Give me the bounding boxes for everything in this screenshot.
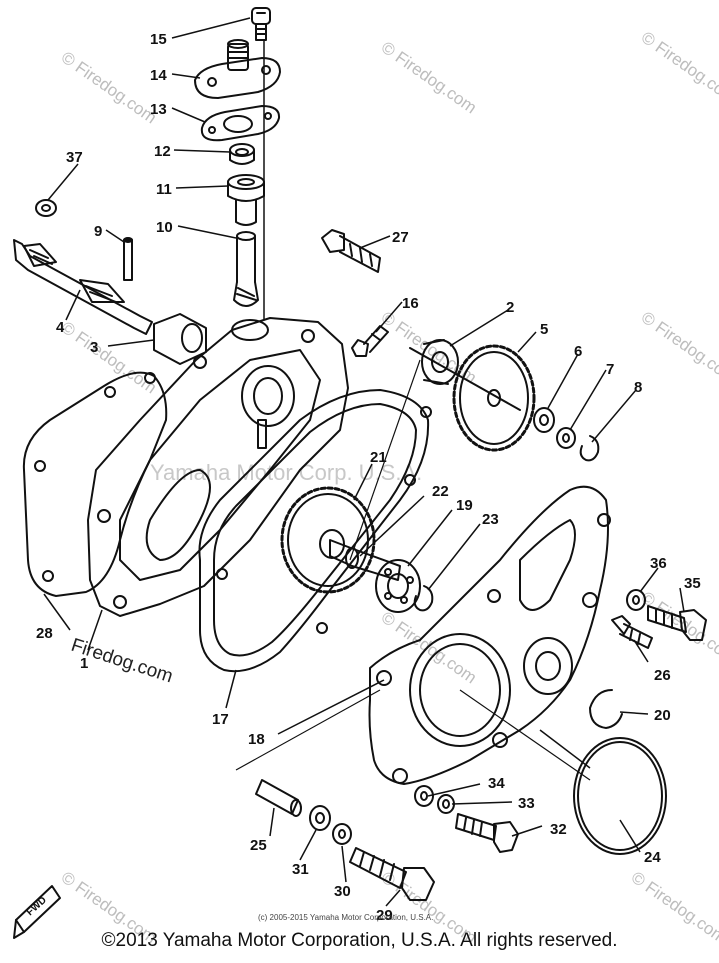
callout-22: 22	[432, 483, 449, 500]
watermark-text: © Firedog.com	[638, 588, 719, 668]
part-2-bearing	[421, 339, 459, 385]
callout-8: 8	[634, 379, 642, 396]
part-31-washer	[309, 805, 331, 831]
callout-20: 20	[654, 707, 671, 724]
callouts: 15 14 13 12 11 10 9 37 4 3 27 16 2 5 6 7…	[36, 31, 701, 924]
part-19-bearing	[375, 559, 421, 613]
callout-10: 10	[156, 219, 173, 236]
callout-31: 31	[292, 861, 309, 878]
callout-25: 25	[250, 837, 267, 854]
part-24-o-ring	[573, 737, 667, 855]
part-9-pin	[123, 237, 133, 281]
part-1-case	[87, 317, 349, 617]
part-30-washer	[332, 823, 352, 845]
callout-32: 32	[550, 821, 567, 838]
fwd-arrow-icon	[13, 885, 61, 939]
part-12-seal	[229, 143, 255, 165]
watermark-text: © Firedog.com	[378, 38, 480, 118]
callout-23: 23	[482, 511, 499, 528]
part-29-bolt	[349, 847, 435, 901]
part-26-bolt	[611, 615, 653, 649]
part-10-pinion-shaft	[233, 231, 259, 307]
callout-9: 9	[94, 223, 102, 240]
part-28-gasket	[22, 371, 168, 597]
callout-4: 4	[56, 319, 65, 336]
part-4-worm-shaft	[13, 239, 153, 335]
part-20-circlip	[589, 689, 623, 729]
alignment-lines	[235, 359, 591, 781]
callout-26: 26	[654, 667, 671, 684]
watermark-layer: © Firedog.com © Firedog.com © Firedog.co…	[58, 28, 719, 948]
callout-30: 30	[334, 883, 351, 900]
callout-35: 35	[684, 575, 701, 592]
callout-1: 1	[80, 655, 88, 672]
part-27-bolt	[321, 229, 381, 273]
callout-5: 5	[540, 321, 548, 338]
watermark-text: © Firedog.com	[58, 48, 160, 128]
part-6-washer	[533, 407, 555, 433]
watermark-text: © Firedog.com	[378, 608, 480, 688]
callout-17: 17	[212, 711, 229, 728]
callout-13: 13	[150, 101, 167, 118]
part-37-washer	[35, 199, 57, 217]
callout-3: 3	[90, 339, 98, 356]
callout-16: 16	[402, 295, 419, 312]
watermark-text: © Firedog.com	[638, 28, 719, 108]
part-33-washer	[437, 794, 455, 814]
callout-2: 2	[506, 299, 514, 316]
copyright-footer: ©2013 Yamaha Motor Corporation, U.S.A. A…	[101, 930, 618, 951]
leader-lines	[43, 17, 685, 907]
part-23-clip	[413, 585, 434, 612]
part-17-gasket	[198, 389, 432, 673]
part-16-bolt	[351, 325, 389, 357]
part-5-gear	[409, 344, 536, 452]
callout-24: 24	[644, 849, 661, 866]
callout-21: 21	[370, 449, 387, 466]
callout-18: 18	[248, 731, 265, 748]
part-22-shaft	[329, 539, 401, 581]
part-25-dowel	[255, 779, 302, 817]
part-13-gasket	[200, 105, 281, 142]
callout-33: 33	[518, 795, 535, 812]
callout-6: 6	[574, 343, 582, 360]
callout-15: 15	[150, 31, 167, 48]
watermark-text: © Firedog.com	[58, 318, 160, 398]
callout-36: 36	[650, 555, 667, 572]
part-15-screw	[251, 7, 271, 41]
callout-27: 27	[392, 229, 409, 246]
small-copyright: (c) 2005-2015 Yamaha Motor Corporation, …	[258, 913, 433, 922]
callout-11: 11	[156, 181, 172, 198]
part-18-cover	[368, 485, 611, 785]
callout-37: 37	[66, 149, 83, 166]
callout-7: 7	[606, 361, 614, 378]
callout-19: 19	[456, 497, 473, 514]
callout-34: 34	[488, 775, 505, 792]
callout-12: 12	[154, 143, 171, 160]
part-34-washer	[414, 785, 434, 807]
part-32-bolt	[455, 813, 519, 853]
callout-14: 14	[150, 67, 167, 84]
part-11-bushing	[227, 174, 265, 226]
part-36-washer	[626, 589, 646, 611]
part-14-housing	[194, 39, 281, 99]
callout-29: 29	[376, 907, 393, 924]
watermark-center: Yamaha Motor Corp. U.S.A.	[150, 460, 422, 485]
part-8-clip	[579, 435, 600, 462]
part-7-washer	[556, 427, 576, 449]
callout-28: 28	[36, 625, 53, 642]
part-35-bolt	[647, 605, 707, 641]
watermark-text: © Firedog.com	[638, 308, 719, 388]
